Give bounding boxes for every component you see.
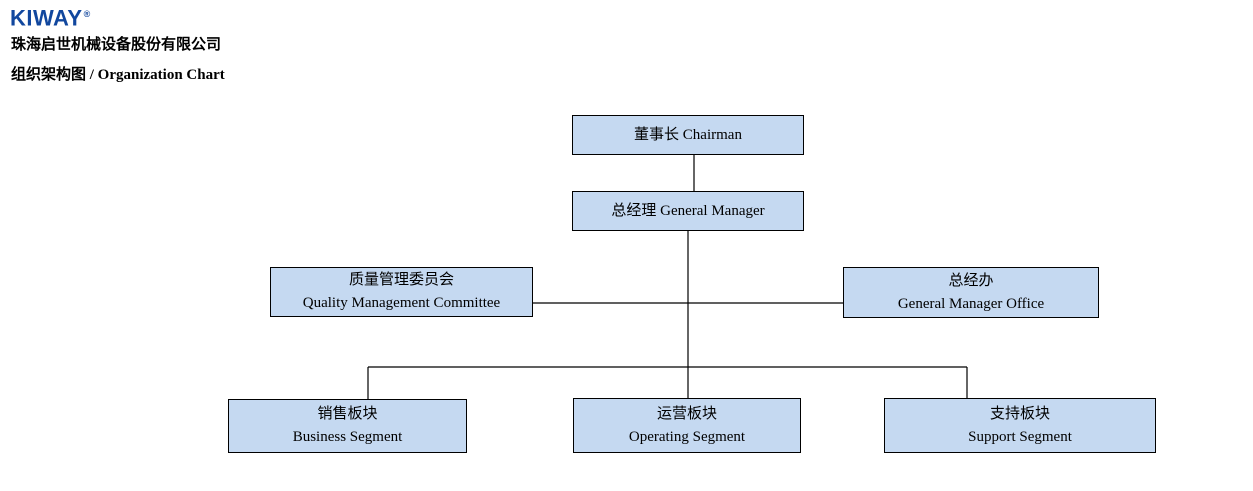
- org-node-chairman: 董事长 Chairman: [572, 115, 804, 155]
- org-node-gmo-label-zh: 总经办: [948, 272, 994, 289]
- org-node-chairman-label: 董事长 Chairman: [634, 127, 742, 143]
- kiway-logo: KIWAY®: [10, 3, 90, 29]
- org-node-general-manager-label: 总经理 General Manager: [611, 203, 765, 219]
- org-node-business-label-zh: 销售板块: [317, 406, 378, 422]
- org-node-general-manager: 总经理 General Manager: [572, 191, 804, 231]
- org-node-general-manager-office: 总经办 General Manager Office: [843, 267, 1099, 318]
- org-node-qmc-label-en: Quality Management Committee: [302, 295, 501, 311]
- org-node-gmo-label-en: General Manager Office: [897, 295, 1045, 312]
- org-node-operating-segment: 运营板块 Operating Segment: [573, 398, 801, 453]
- org-node-support-segment: 支持板块 Support Segment: [884, 398, 1156, 453]
- org-node-business-label-en: Business Segment: [292, 429, 403, 445]
- org-node-operating-label-zh: 运营板块: [656, 405, 717, 422]
- org-node-operating-label-en: Operating Segment: [628, 428, 746, 445]
- org-node-support-label-en: Support Segment: [968, 428, 1072, 445]
- registered-trademark-icon: ®: [83, 9, 91, 19]
- org-node-business-segment: 销售板块 Business Segment: [228, 399, 467, 453]
- org-node-qmc-label-zh: 质量管理委员会: [348, 272, 454, 288]
- org-node-quality-management-committee: 质量管理委员会 Quality Management Committee: [270, 267, 533, 317]
- page-title: 组织架构图 / Organization Chart: [11, 67, 225, 83]
- company-name: 珠海启世机械设备股份有限公司: [11, 37, 222, 53]
- logo-text: KIWAY: [10, 5, 83, 31]
- org-node-support-label-zh: 支持板块: [989, 405, 1050, 422]
